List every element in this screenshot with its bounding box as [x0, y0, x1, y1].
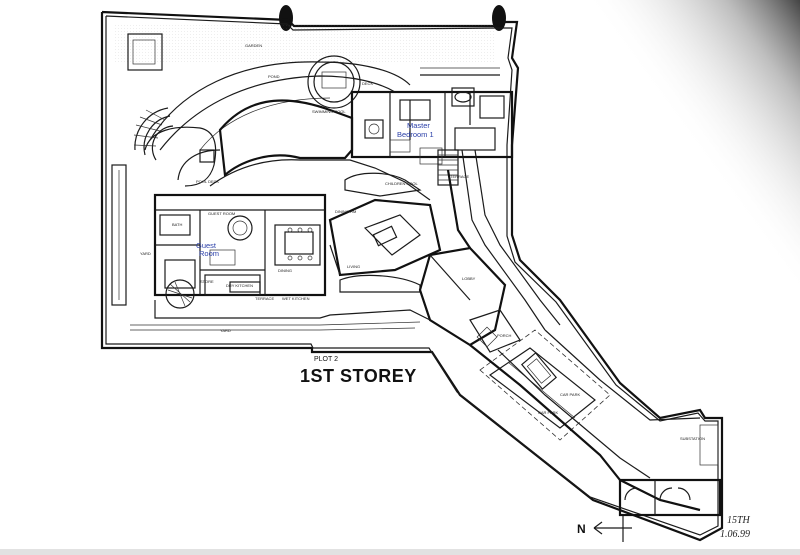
- master-bedroom-block: [350, 67, 514, 165]
- label-children-pool: CHILDREN POOL: [385, 181, 418, 186]
- label-wet-kitchen: WET KITCHEN: [282, 296, 310, 301]
- driveway-edge-left: [446, 169, 471, 249]
- site-boundary-inner: [105, 15, 719, 536]
- plot-label: PLOT 2: [314, 356, 338, 363]
- label-car-park: CAR PARK: [560, 392, 580, 397]
- label-bath: BATH: [172, 222, 182, 227]
- pool-deck: [177, 149, 431, 201]
- curved-deck-stair: [133, 107, 174, 161]
- driveway-edge: [469, 344, 701, 512]
- children-pool: [344, 172, 422, 197]
- label-dry-kitchen: DRY KITCHEN: [226, 283, 253, 288]
- plant-box: [127, 33, 163, 71]
- label-yard-2: YARD: [220, 328, 231, 333]
- scan-shadow: [560, 0, 800, 330]
- label-pool-deck: POOL DECK: [196, 179, 220, 184]
- master-bedroom-label: Master Bedroom 1: [397, 121, 434, 139]
- north-arrow: [593, 516, 632, 542]
- label-lobby: LOBBY: [462, 276, 476, 281]
- label-terrace: TERRACE: [255, 296, 274, 301]
- date-line-1: 15TH: [727, 515, 751, 526]
- gazebo: [307, 55, 361, 109]
- guest-room-label: Guest Room: [196, 241, 219, 258]
- pond-outline: [149, 61, 411, 141]
- terrace-edge: [154, 300, 431, 321]
- north-label: N: [577, 522, 586, 536]
- label-dining: DINING: [278, 268, 292, 273]
- label-garden: GARDEN: [245, 43, 262, 48]
- label-dining-room: DINING RM: [335, 209, 356, 214]
- label-terrace-2: TERRACE: [450, 174, 469, 179]
- left-yard: [111, 164, 127, 306]
- binder-hole-right: [492, 5, 506, 31]
- substation: [618, 424, 722, 517]
- date-line-2: 1.06.99: [720, 529, 750, 540]
- label-deck: DECK: [362, 81, 373, 86]
- label-car-park-2: CAR PARK: [538, 410, 558, 415]
- pool-spa: [199, 149, 215, 163]
- scan-bottom-edge: [0, 549, 800, 555]
- lobby-block: [418, 246, 521, 353]
- label-substation: SUBSTATION: [680, 436, 705, 441]
- main-house-block: [153, 193, 327, 309]
- pond-deck-curve: [144, 126, 217, 187]
- label-guest-room: GUEST ROOM: [208, 211, 235, 216]
- label-yard: YARD: [140, 251, 151, 256]
- label-porch: PORCH: [497, 333, 512, 338]
- car-park: [479, 329, 611, 441]
- label-pond: POND: [268, 74, 280, 79]
- label-store: STORE: [200, 279, 214, 284]
- label-swimming-pool: SWIMMING POOL: [312, 109, 346, 114]
- top-garden-band: [115, 24, 495, 64]
- storey-title: 1ST STOREY: [300, 366, 417, 386]
- label-living: LIVING: [347, 264, 360, 269]
- stair-centre: [437, 149, 459, 186]
